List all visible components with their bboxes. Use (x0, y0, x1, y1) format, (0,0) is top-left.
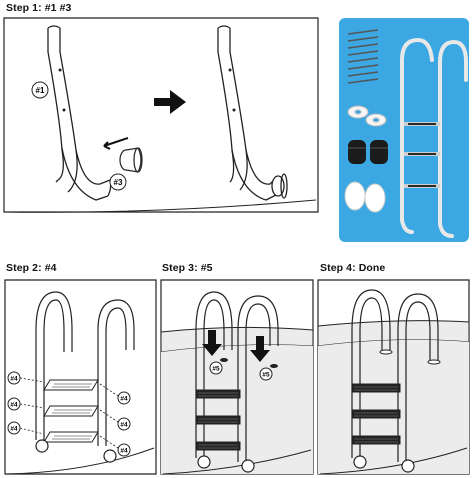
svg-text:#4: #4 (120, 396, 128, 403)
callout-step-bolt-1: #4 (7, 371, 21, 385)
step4-rails (351, 289, 439, 462)
svg-text:#5: #5 (262, 372, 270, 379)
step2-title: Step 2: #4 (6, 262, 57, 274)
arrow-down-icon (250, 336, 270, 362)
step4-title: Step 4: Done (320, 262, 386, 274)
svg-text:#4: #4 (120, 422, 128, 429)
anchor-pair (348, 140, 388, 164)
step3-title: Step 3: #5 (162, 262, 213, 274)
anchor-part (270, 364, 278, 368)
svg-text:#4: #4 (10, 426, 18, 433)
callout-flange: #3 (109, 173, 127, 191)
callout-step-bolt-6: #4 (117, 443, 131, 457)
step2-rail-right (97, 299, 135, 446)
callout-step-bolt-5: #4 (117, 417, 131, 431)
callout-step-bolt-4: #4 (117, 391, 131, 405)
handrail-left (47, 25, 112, 201)
pool-wall-curve (5, 199, 317, 213)
callout-step-bolt-2: #4 (7, 397, 21, 411)
flange-rings (347, 105, 387, 127)
step2-bolt-guides (19, 377, 119, 449)
svg-text:#4: #4 (10, 402, 18, 409)
end-caps (344, 181, 386, 213)
insert-arrow-icon (103, 137, 129, 150)
svg-text:#4: #4 (120, 448, 128, 455)
handrail-assembled (217, 25, 288, 201)
arrow-down-icon (202, 330, 222, 356)
svg-text:#4: #4 (10, 376, 18, 383)
step1-title: Step 1: #1 #3 (6, 2, 72, 14)
step2-frame (4, 279, 157, 475)
arrow-right-icon (154, 90, 186, 114)
callout-flange-label: #3 (114, 178, 123, 187)
step2-rail-left (35, 291, 73, 440)
callout-anchor-2: #5 (259, 367, 273, 381)
step1-frame (3, 17, 319, 213)
step2-treads (43, 379, 99, 443)
step2-caps (35, 439, 117, 463)
ladder-photo (400, 37, 468, 238)
bolt-set (347, 29, 379, 84)
callout-step-bolt-3: #4 (7, 421, 21, 435)
step3-rails (195, 291, 279, 462)
callout-anchor-1: #5 (209, 361, 223, 375)
step2-tread-grip (52, 383, 92, 440)
anchor-part (220, 358, 228, 362)
callout-handrail-label: #1 (36, 86, 45, 95)
flange-part (119, 147, 143, 173)
callout-handrail: #1 (31, 81, 49, 99)
svg-text:#5: #5 (212, 366, 220, 373)
